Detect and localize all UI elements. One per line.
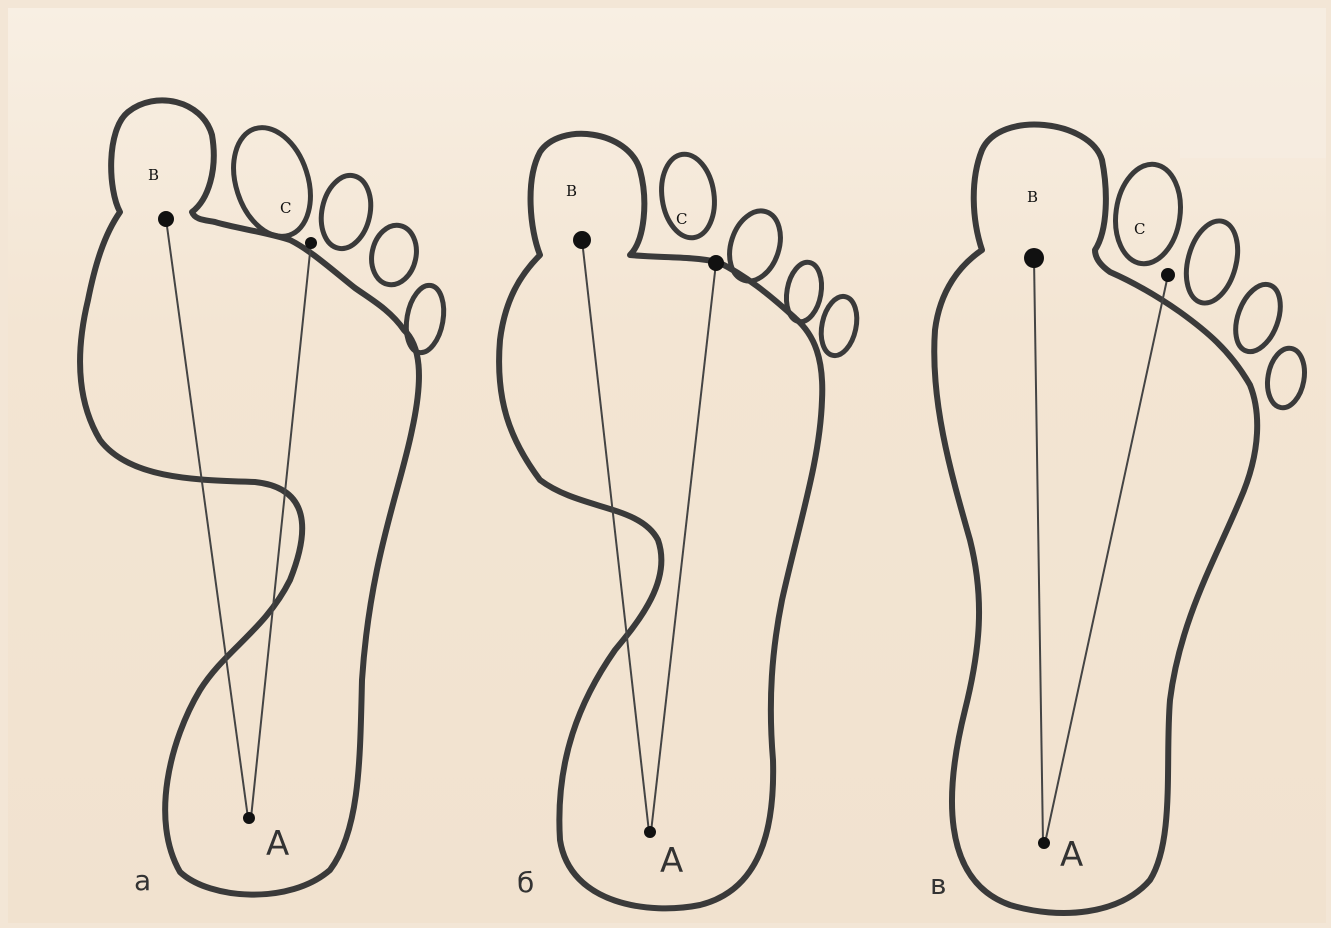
foot-c-label-C: C — [1134, 220, 1145, 238]
foot-c-label-B: B — [1027, 188, 1038, 206]
foot-b-point-A — [644, 826, 656, 838]
foot-a-label-A: A — [266, 824, 289, 864]
footprint-c: B C A в — [930, 125, 1309, 913]
foot-b-label-A: A — [660, 841, 683, 881]
foot-b-outline — [499, 134, 822, 908]
foot-a-toe-4 — [366, 221, 422, 289]
foot-c-point-A — [1038, 837, 1050, 849]
foot-b-toe-3 — [721, 204, 789, 287]
foot-c-toe-4 — [1227, 278, 1289, 357]
foot-b-label-B: B — [566, 182, 577, 200]
foot-b-point-B — [573, 231, 591, 249]
foot-a-label-C: C — [280, 199, 291, 217]
foot-a-point-C — [305, 237, 317, 249]
footprint-a: B C A а — [80, 100, 449, 897]
foot-a-point-A — [243, 812, 255, 824]
foot-b-point-C — [708, 255, 724, 271]
foot-a-toe-5 — [401, 282, 448, 355]
foot-a-point-B — [158, 211, 174, 227]
foot-c-line-AC — [1045, 275, 1168, 843]
panel-label-b: б — [517, 866, 534, 899]
foot-b-line-AB — [582, 240, 649, 832]
foot-c-label-A: A — [1060, 835, 1083, 875]
foot-c-toe-2 — [1109, 160, 1186, 268]
foot-c-outline — [934, 125, 1257, 913]
panel-label-a: а — [134, 864, 151, 897]
foot-c-point-B — [1024, 248, 1044, 268]
foot-b-label-C: C — [676, 210, 687, 228]
foot-a-label-B: B — [148, 166, 159, 184]
foot-c-point-C — [1161, 268, 1175, 282]
foot-c-toe-5 — [1263, 345, 1309, 410]
foot-c-line-AB — [1034, 258, 1043, 843]
panel-label-c: в — [930, 868, 947, 901]
foot-b-toe-4 — [782, 260, 826, 325]
foot-b-toe-5 — [816, 293, 862, 359]
foot-b-toe-2 — [656, 151, 719, 241]
foot-c-toe-3 — [1178, 215, 1246, 309]
foot-a-toe-3 — [315, 171, 377, 253]
footprint-b: B C A б — [499, 134, 862, 908]
